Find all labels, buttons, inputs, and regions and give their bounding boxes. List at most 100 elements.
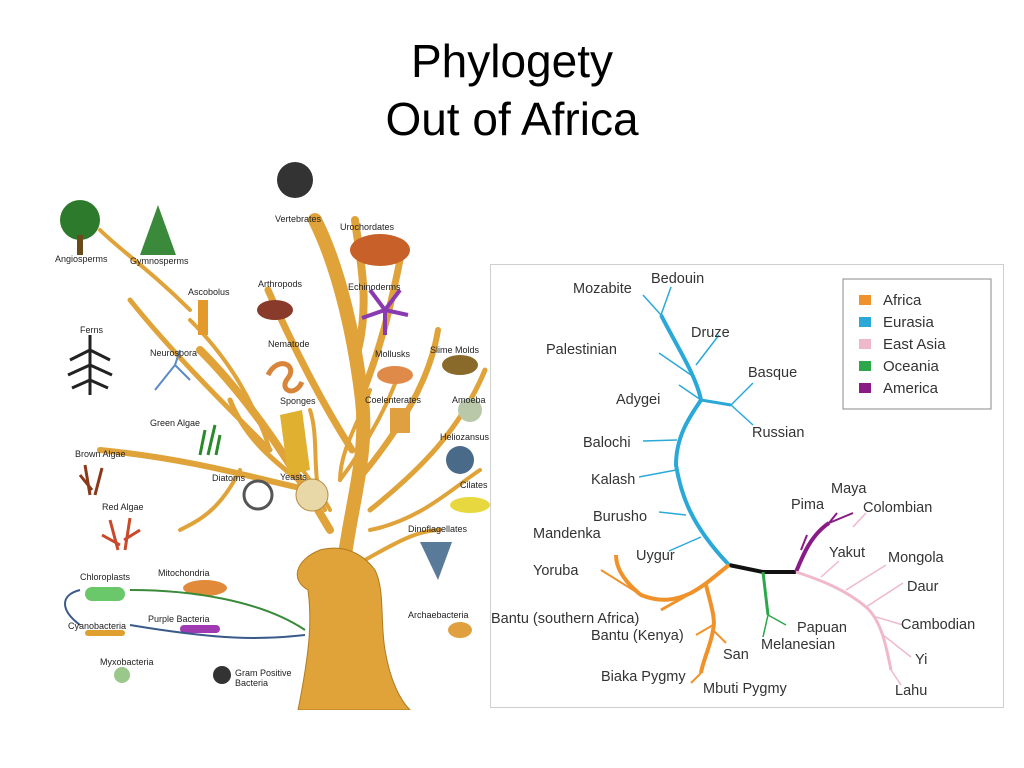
pop-yakut: Yakut: [829, 545, 865, 561]
pop-uygur: Uygur: [636, 548, 675, 564]
america-branches: [794, 512, 854, 573]
label-urochordates: Urochordates: [340, 222, 395, 232]
pop-mandenka: Mandenka: [533, 526, 602, 542]
label-ferns: Ferns: [80, 325, 104, 335]
symbiosis-arrow-3: [64, 589, 81, 626]
label-heliozansus: Heliozansus: [440, 432, 490, 442]
east-asia-branches: [795, 512, 912, 686]
pop-basque: Basque: [748, 365, 797, 381]
slide-title-line1: Phylogety: [410, 35, 613, 87]
brown-algae-icon: [78, 464, 104, 496]
oceania-branches: [761, 571, 787, 638]
pop-papuan: Papuan: [797, 620, 847, 636]
tree-of-life-svg: Vertebrates Urochordates Angiosperms Gym…: [55, 162, 490, 711]
legend-label-eurasia: Eurasia: [883, 314, 935, 331]
human-phylogeny-svg: Africa Eurasia East Asia Oceania America…: [491, 271, 992, 699]
label-neurospora: Neurospora: [150, 348, 197, 358]
legend-label-africa: Africa: [883, 292, 922, 309]
eurasia-branches: [638, 286, 754, 567]
label-vertebrates: Vertebrates: [275, 214, 322, 224]
label-sponges: Sponges: [280, 396, 316, 406]
pop-palestinian: Palestinian: [546, 342, 617, 358]
legend-swatch-america: [859, 383, 871, 393]
label-gram-positive-1: Gram Positive: [235, 668, 292, 678]
label-myxobacteria: Myxobacteria: [100, 657, 154, 667]
arthropod-icon: [257, 300, 293, 320]
label-cyanobacteria: Cyanobacteria: [68, 621, 126, 631]
cyanobacteria-icon: [85, 630, 125, 636]
yeast-icon: [295, 478, 329, 512]
pop-burusho: Burusho: [593, 509, 647, 525]
vertebrate-icon: [277, 162, 313, 198]
label-green-algae: Green Algae: [150, 418, 200, 428]
nematode-icon: [265, 361, 305, 394]
label-mollusks: Mollusks: [375, 349, 411, 359]
legend-swatch-oceania: [859, 361, 871, 371]
slime-mold-icon: [442, 355, 478, 375]
label-dinoflagellates: Dinoflagellates: [408, 524, 468, 534]
label-chloroplasts: Chloroplasts: [80, 572, 131, 582]
pop-mongola: Mongola: [888, 550, 945, 566]
echinoderm-icon: [361, 288, 409, 335]
legend-swatch-africa: [859, 295, 871, 305]
pop-adygei: Adygei: [616, 392, 660, 408]
diatom-icon: [242, 479, 274, 511]
human-phylogeny-diagram: Africa Eurasia East Asia Oceania America…: [490, 264, 1004, 708]
myxobacteria-icon: [114, 667, 130, 683]
label-slime-molds: Slime Molds: [430, 345, 480, 355]
fern-icon: [67, 335, 113, 395]
symbiosis-arrow-2: [129, 624, 306, 639]
dinoflagellate-icon: [420, 542, 452, 580]
label-diatoms: Diatoms: [212, 473, 246, 483]
pop-druze: Druze: [691, 325, 730, 341]
amoeba-icon: [458, 398, 482, 422]
label-yeasts: Yeasts: [280, 472, 307, 482]
legend-label-oceania: Oceania: [883, 358, 940, 375]
pop-maya: Maya: [831, 481, 867, 497]
tree-of-life-diagram: Vertebrates Urochordates Angiosperms Gym…: [40, 150, 495, 711]
pop-mozabite: Mozabite: [573, 281, 632, 297]
root-branch: [728, 563, 796, 574]
sponge-icon: [280, 410, 310, 475]
neurospora-icon: [154, 349, 191, 391]
pop-biaka-pygmy: Biaka Pygmy: [601, 669, 686, 685]
label-amoeba: Amoeba: [452, 395, 486, 405]
pop-pima: Pima: [791, 497, 825, 513]
pop-yoruba: Yoruba: [533, 563, 579, 579]
legend-swatch-east-asia: [859, 339, 871, 349]
tree-labels: Vertebrates Urochordates Angiosperms Gym…: [55, 214, 490, 688]
pop-san: San: [723, 647, 749, 663]
pop-cambodian: Cambodian: [901, 617, 975, 633]
ascobolus-icon: [198, 300, 208, 335]
green-algae-icon: [198, 424, 222, 456]
legend-swatch-eurasia: [859, 317, 871, 327]
label-gymnosperms: Gymnosperms: [130, 256, 189, 266]
tree-trunk: [296, 547, 412, 711]
legend-label-east-asia: East Asia: [883, 336, 946, 353]
label-ascobolus: Ascobolus: [188, 287, 230, 297]
pop-melanesian: Melanesian: [761, 637, 835, 653]
urochordate-icon: [350, 234, 410, 266]
legend: Africa Eurasia East Asia Oceania America: [842, 278, 992, 410]
label-coelenterates: Coelenterates: [365, 395, 422, 405]
chloroplast-icon: [85, 587, 125, 601]
label-brown-algae: Brown Algae: [75, 449, 126, 459]
legend-label-america: America: [883, 380, 939, 397]
pop-bedouin: Bedouin: [651, 271, 704, 287]
slide-title: Phylogety Out of Africa: [0, 32, 1024, 148]
africa-branches: [600, 554, 731, 684]
gymnosperm-tree-icon: [140, 205, 176, 255]
label-purple-bacteria: Purple Bacteria: [148, 614, 210, 624]
label-mitochondria: Mitochondria: [158, 568, 210, 578]
label-archaebacteria: Archaebacteria: [408, 610, 469, 620]
pop-bantu-kenya: Bantu (Kenya): [591, 628, 684, 644]
label-red-algae: Red Algae: [102, 502, 144, 512]
pop-daur: Daur: [907, 579, 939, 595]
pop-lahu: Lahu: [895, 683, 927, 699]
archaebacteria-icon: [448, 622, 472, 638]
pop-yi: Yi: [915, 652, 927, 668]
angiosperm-tree-icon: [60, 200, 100, 240]
coelenterate-icon: [390, 408, 410, 433]
label-cilates: Cilates: [460, 480, 488, 490]
cilate-icon: [450, 497, 490, 513]
